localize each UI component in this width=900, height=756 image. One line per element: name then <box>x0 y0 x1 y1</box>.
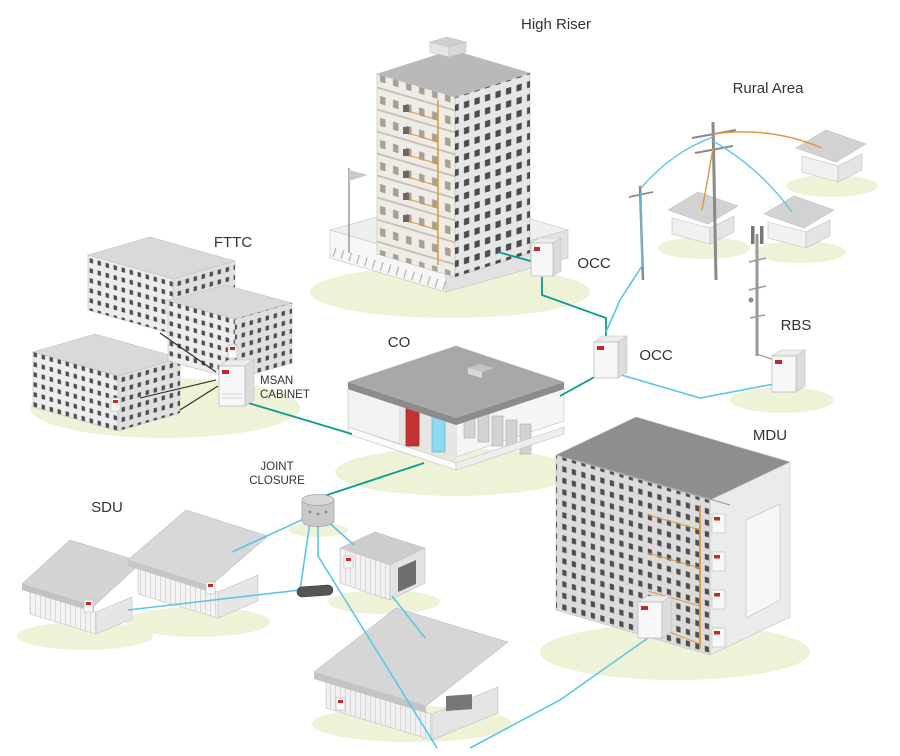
utility-ont-box <box>343 555 354 569</box>
rbs-mast <box>748 226 781 363</box>
occ-cabinet-rural <box>593 335 628 379</box>
mdu-roof <box>555 416 791 501</box>
antenna-panel <box>760 226 764 244</box>
mdu-building <box>555 416 791 656</box>
co-rooftop-unit <box>468 364 494 378</box>
rural-house-e <box>763 195 835 249</box>
red-brand-mark <box>346 558 351 561</box>
red-brand-mark <box>86 602 91 605</box>
co-equipment-racks <box>405 407 532 455</box>
sdu-houses <box>21 509 509 741</box>
red-brand-mark <box>222 370 229 374</box>
high-riser-building <box>328 36 570 293</box>
msan-cabinet <box>218 359 255 407</box>
sdu-ont-box <box>335 697 346 711</box>
label-high-riser: High Riser <box>521 16 591 33</box>
co-building <box>347 345 565 471</box>
rural-house-ne <box>795 129 867 183</box>
inline-splice-closure <box>296 584 334 598</box>
garage-opening <box>446 694 472 711</box>
dark-doorway <box>398 560 416 592</box>
rural-area-group <box>628 121 867 281</box>
side-mast <box>348 168 368 253</box>
floor-terminal-boxes <box>403 105 409 222</box>
indoor-riser-cable <box>407 100 439 265</box>
link-co-occ-rural <box>559 373 601 397</box>
utility-building <box>339 531 426 601</box>
red-brand-mark <box>230 347 235 350</box>
sdu-ont-box <box>83 599 94 613</box>
mdu-riser-cable <box>647 505 701 648</box>
mdu-floor-boxes <box>711 513 726 648</box>
red-brand-mark <box>641 606 648 610</box>
fttc-buildings <box>31 236 294 432</box>
link-joint-south <box>317 522 438 749</box>
label-fttc: FTTC <box>214 234 252 251</box>
joint-closure-device <box>301 494 335 527</box>
label-rbs: RBS <box>781 317 812 334</box>
high-riser-roof <box>375 49 532 98</box>
link-mdu-south <box>469 637 649 749</box>
label-co: CO <box>388 334 411 351</box>
sdu-house-1 <box>21 539 143 635</box>
red-brand-mark <box>113 400 118 403</box>
sdu-house-3 <box>313 607 509 741</box>
occ-cabinet-high-riser <box>529 237 563 277</box>
label-joint-line2: CLOSURE <box>249 475 305 487</box>
fttc-block-2 <box>31 333 182 432</box>
labels: High Riser Rural Area FTTC OCC CO OCC RB… <box>91 16 811 516</box>
aerial-drop-wires <box>640 131 823 213</box>
label-joint-line1: JOINT <box>260 461 293 473</box>
red-brand-mark <box>775 360 782 364</box>
label-msan-line1: MSAN <box>260 375 293 387</box>
red-brand-mark <box>338 700 343 703</box>
link-utility-house3 <box>391 595 426 639</box>
link-joint-house2 <box>231 517 307 553</box>
fiber-distribution-lines <box>127 191 775 749</box>
label-mdu: MDU <box>753 427 787 444</box>
label-occ-high-riser: OCC <box>577 255 611 272</box>
fttc-ont-box-2 <box>110 397 121 412</box>
red-brand-mark <box>208 584 213 587</box>
sdu-ont-box <box>205 581 216 595</box>
label-sdu: SDU <box>91 499 123 516</box>
link-pole-occ <box>605 191 643 333</box>
rooftop-unit <box>428 36 468 58</box>
label-msan-line2: CABINET <box>260 389 310 401</box>
red-brand-mark <box>534 247 540 251</box>
link-co-joint-closure <box>317 462 425 499</box>
link-msan-co <box>244 401 353 435</box>
podium-railing <box>332 247 448 291</box>
red-brand-mark <box>597 346 604 350</box>
mdu-side-panel <box>745 503 781 619</box>
red-rack <box>405 407 420 447</box>
rural-house-w <box>667 191 739 245</box>
label-rural-area: Rural Area <box>733 80 805 97</box>
microwave-dish <box>748 297 754 303</box>
mdu-cabinet <box>637 595 672 639</box>
label-occ-rural: OCC <box>639 347 673 364</box>
rbs-cabinet <box>771 349 806 393</box>
fttc-ont-box-3 <box>227 344 238 359</box>
link-occ-rbs <box>617 373 775 399</box>
link-high-riser-occ <box>497 251 535 263</box>
antenna-panel <box>751 226 755 244</box>
